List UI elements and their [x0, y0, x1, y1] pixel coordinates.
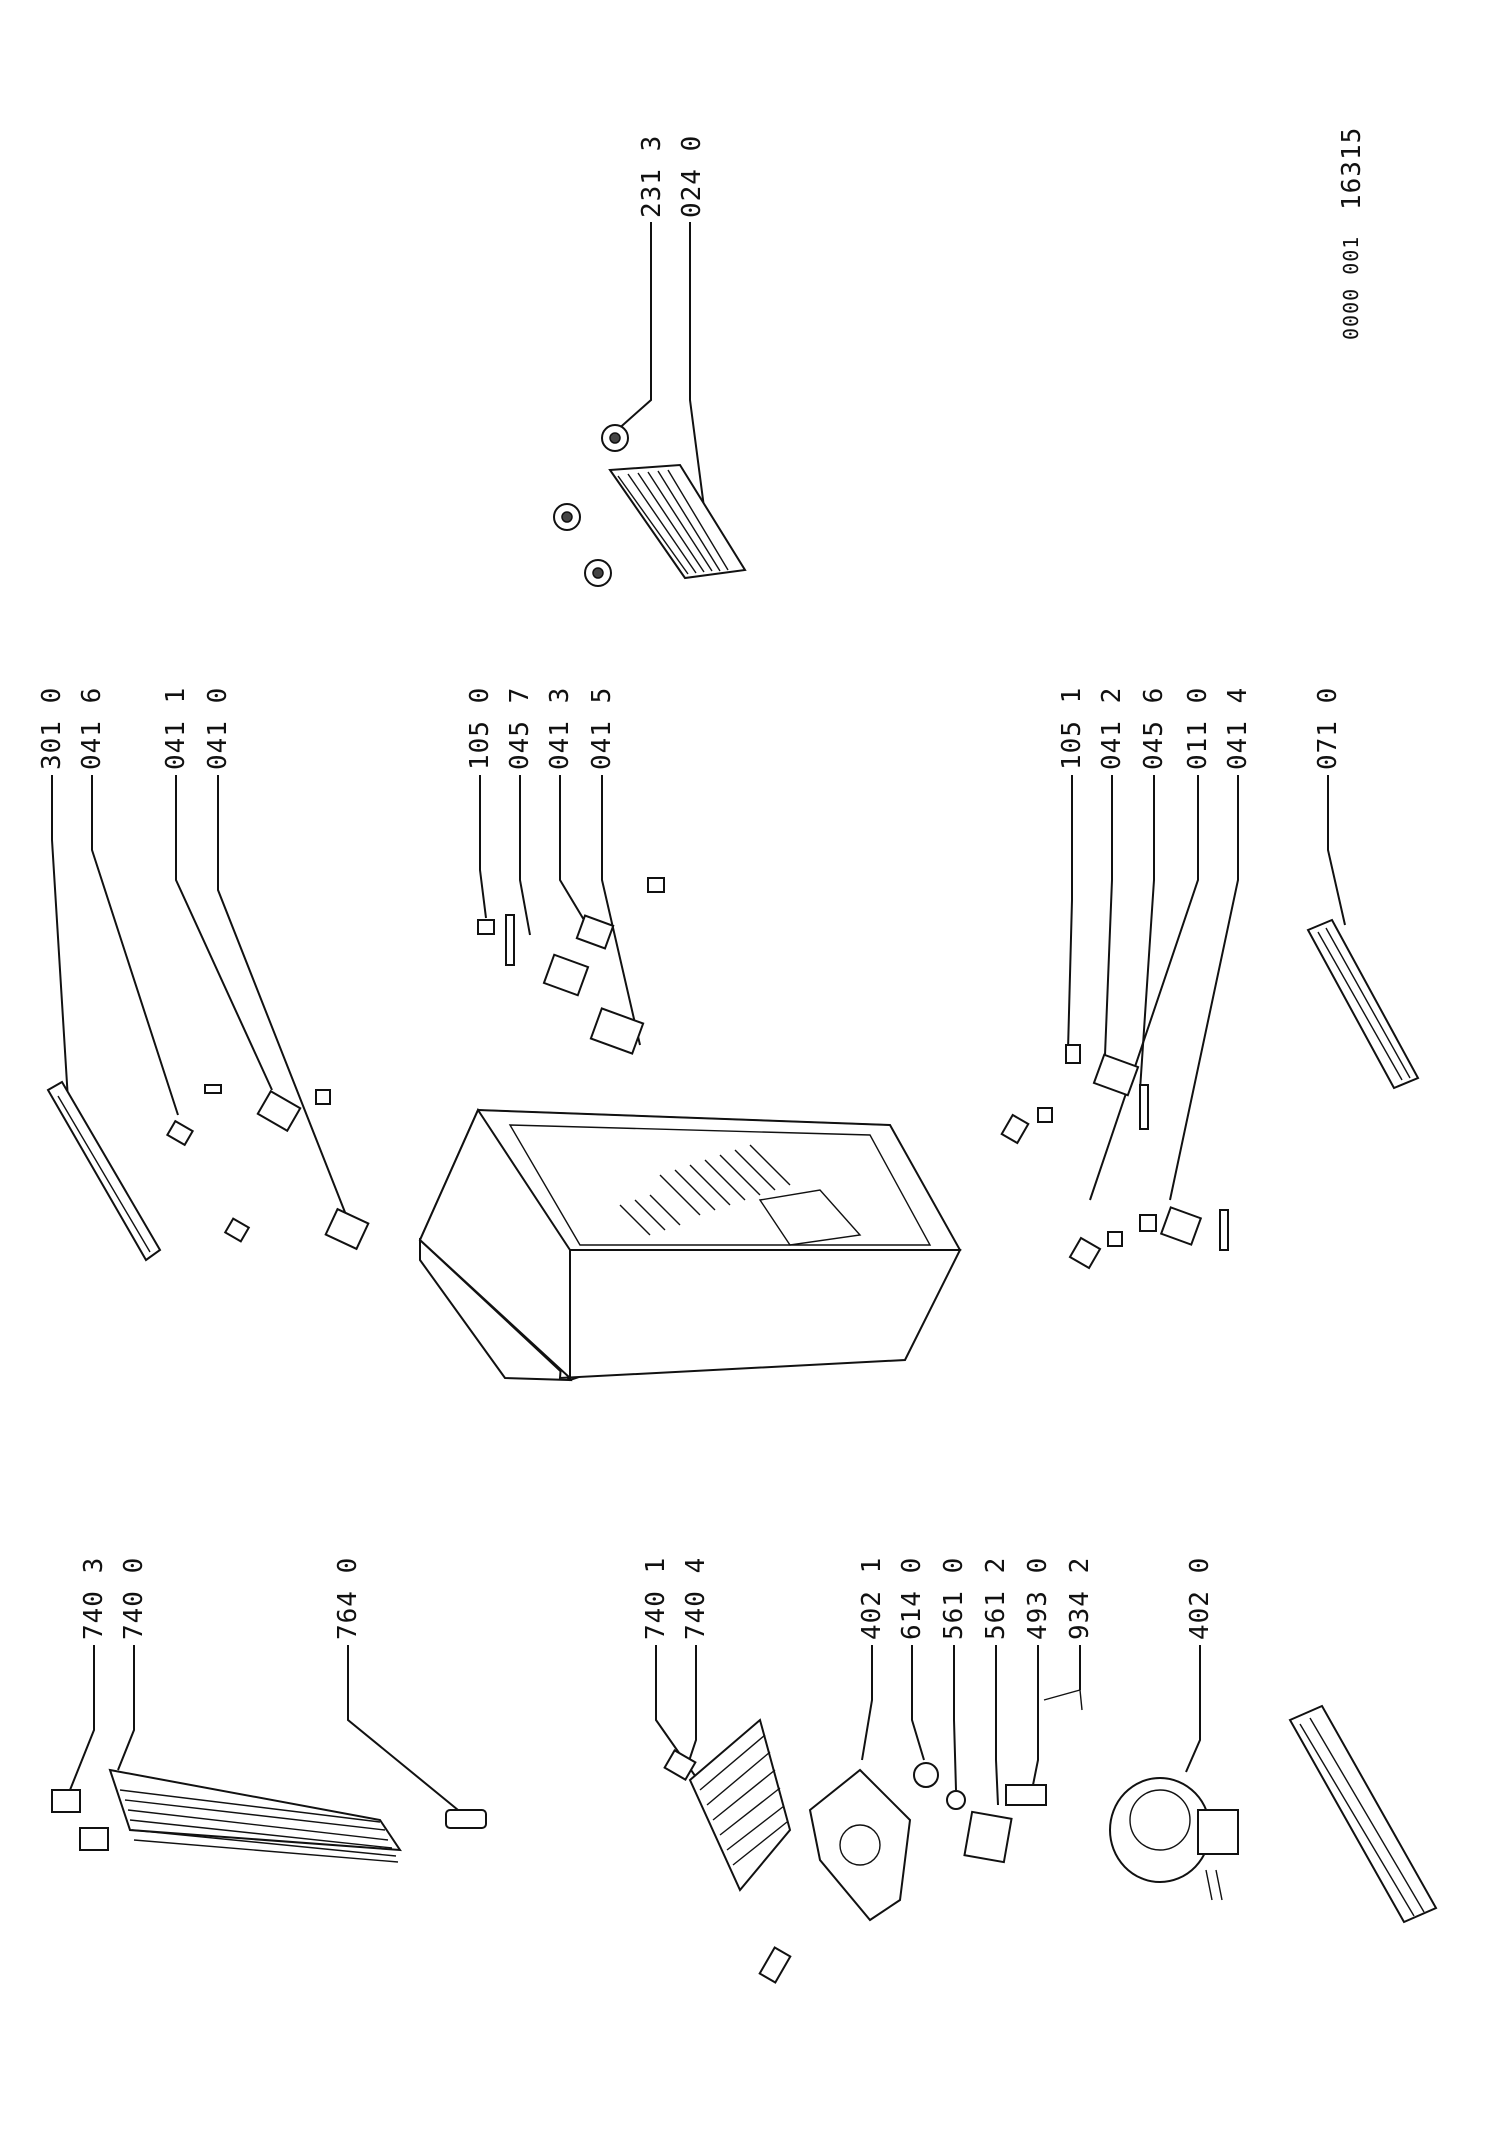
evaporator-part — [663, 1718, 792, 1984]
hinge-parts-left — [165, 1084, 370, 1251]
drier-part — [445, 1809, 487, 1829]
document-code-right: 16315 — [1337, 127, 1367, 210]
callout-041-1: 041 1 — [161, 687, 191, 770]
leader-105-0 — [479, 775, 487, 919]
thermostat-parts — [913, 1689, 1083, 1864]
callout-740-4: 740 4 — [681, 1557, 711, 1640]
leader-764-0 — [347, 1645, 459, 1811]
leader-740-0 — [117, 1645, 135, 1771]
leader-011-0 — [1089, 775, 1199, 1201]
leader-561-0 — [953, 1645, 957, 1791]
callout-105-0: 105 0 — [465, 687, 495, 770]
callout-740-3: 740 3 — [79, 1557, 109, 1640]
callout-402-0: 402 0 — [1185, 1557, 1215, 1640]
leader-041-5 — [601, 775, 641, 1046]
callout-041-5: 041 5 — [587, 687, 617, 770]
leader-740-3 — [67, 1645, 95, 1796]
leader-024-0 — [689, 222, 706, 516]
base-plate-part — [1288, 1704, 1438, 1924]
leader-231-3 — [614, 222, 652, 433]
leader-071-0 — [1327, 775, 1346, 926]
callout-740-0: 740 0 — [119, 1557, 149, 1640]
callout-561-2: 561 2 — [981, 1557, 1011, 1640]
bottom-trim-part — [1306, 918, 1420, 1090]
document-code-left: 0000 001 — [1339, 236, 1363, 340]
callout-041-0: 041 0 — [203, 687, 233, 770]
top-trim-part — [46, 1080, 162, 1262]
leader-041-6 — [91, 775, 179, 1116]
callout-041-2: 041 2 — [1097, 687, 1127, 770]
leader-045-7 — [519, 775, 531, 936]
callout-041-4: 041 4 — [1223, 687, 1253, 770]
leader-105-1 — [1067, 775, 1073, 1051]
leader-402-1 — [861, 1645, 873, 1761]
callout-071-0: 071 0 — [1313, 687, 1343, 770]
callout-041-3: 041 3 — [545, 687, 575, 770]
leader-614-0 — [911, 1645, 925, 1761]
callout-231-3: 231 3 — [637, 135, 667, 218]
leader-561-2 — [995, 1645, 999, 1806]
leader-041-1 — [175, 775, 273, 1091]
condenser-part — [51, 1768, 402, 1863]
leader-041-4 — [1169, 775, 1239, 1201]
callout-614-0: 614 0 — [897, 1557, 927, 1640]
callout-105-1: 105 1 — [1057, 687, 1087, 770]
callout-045-7: 045 7 — [505, 687, 535, 770]
callout-561-0: 561 0 — [939, 1557, 969, 1640]
refrigerator-cabinet — [418, 1107, 962, 1382]
leader-493-0 — [1031, 1645, 1039, 1791]
leader-041-3 — [559, 775, 591, 931]
vent-grille-part — [608, 463, 747, 580]
leader-045-6 — [1139, 775, 1155, 1091]
compressor-part — [1109, 1777, 1239, 1901]
leader-041-0 — [217, 775, 351, 1226]
callout-493-0: 493 0 — [1023, 1557, 1053, 1640]
callout-764-0: 764 0 — [333, 1557, 363, 1640]
leader-402-0 — [1185, 1645, 1201, 1773]
callout-024-0: 024 0 — [677, 135, 707, 218]
callout-301-0: 301 0 — [37, 687, 67, 770]
hinge-parts-right — [1000, 1044, 1229, 1270]
callout-041-6: 041 6 — [77, 687, 107, 770]
leader-301-0 — [51, 775, 69, 1101]
leader-740-4 — [685, 1645, 697, 1771]
callout-934-2: 934 2 — [1065, 1557, 1095, 1640]
hinge-parts-center — [477, 877, 665, 1055]
callout-740-1: 740 1 — [641, 1557, 671, 1640]
callout-402-1: 402 1 — [857, 1557, 887, 1640]
callout-011-0: 011 0 — [1183, 687, 1213, 770]
leader-041-2 — [1104, 775, 1113, 1056]
control-housing-part — [808, 1768, 912, 1922]
knob-parts — [553, 424, 629, 587]
callout-045-6: 045 6 — [1139, 687, 1169, 770]
